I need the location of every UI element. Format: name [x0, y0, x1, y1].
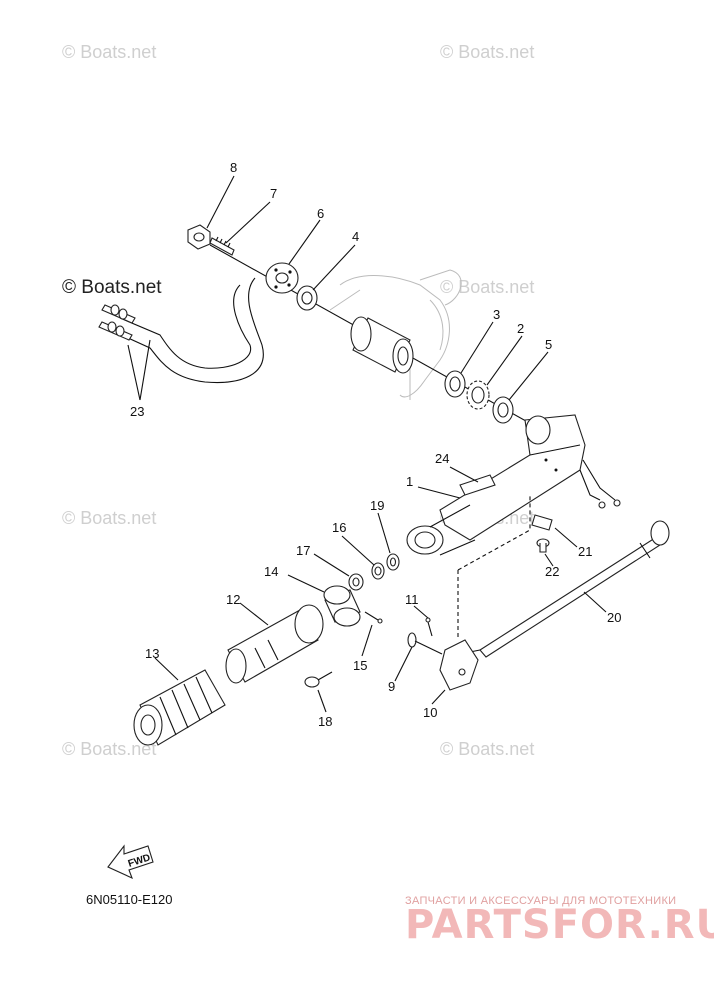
callout-15: 15: [353, 658, 367, 673]
washer-part-3: [444, 370, 466, 398]
washer-part-4: [296, 285, 318, 311]
callout-14: 14: [264, 564, 278, 579]
callout-6: 6: [317, 206, 324, 221]
callout-9: 9: [388, 679, 395, 694]
screw-part-18: [304, 671, 333, 688]
throttle-cables-part-23: [98, 277, 264, 384]
flange-part-6: [265, 262, 299, 294]
watermark: © Boats.net: [440, 739, 534, 759]
throttle-tube-part-12: [225, 604, 324, 684]
callout-16: 16: [332, 520, 346, 535]
callout-3: 3: [493, 307, 500, 322]
callout-8: 8: [230, 160, 237, 175]
callout-11: 11: [405, 592, 419, 607]
brand-logo: PARTSFOR.RU: [405, 902, 714, 948]
watermark: © Boats.net: [62, 739, 156, 759]
toothed-washer-part-2: [466, 380, 490, 410]
washer-part-5: [492, 396, 514, 424]
brand-tagline: ЗАПЧАСТИ И АКСЕССУАРЫ ДЛЯ МОТОТЕХНИКИ: [405, 895, 676, 907]
nut-part-8: [187, 224, 211, 250]
watermark: © Boats.net: [440, 277, 534, 297]
callout-24: 24: [435, 451, 449, 466]
callout-7: 7: [270, 186, 277, 201]
callout-22: 22: [545, 564, 559, 579]
pivot-tube: [350, 316, 414, 374]
diagram-code: 6N05110-E120: [86, 892, 173, 907]
engine-bracket-outline: [329, 269, 462, 400]
bolt-part-7: [209, 236, 235, 256]
callout-leaders: [127, 175, 607, 713]
bracket-part-10: [439, 639, 479, 691]
callout-13: 13: [145, 646, 159, 661]
callout-5: 5: [545, 337, 552, 352]
handle-grip-part-13: [133, 669, 226, 746]
callout-10: 10: [423, 705, 437, 720]
fwd-arrow-icon: FWD: [107, 844, 154, 880]
callout-21: 21: [578, 544, 592, 559]
callout-17: 17: [296, 543, 310, 558]
label-plate-part-24: [459, 474, 496, 496]
screw-part-22: [536, 538, 550, 553]
steering-handle-arm-part-1: [406, 414, 621, 556]
pin-part-15: [364, 611, 383, 624]
watermark: © Boats.net: [440, 42, 534, 62]
callout-20: 20: [607, 610, 621, 625]
callout-19: 19: [370, 498, 384, 513]
callout-1: 1: [406, 474, 413, 489]
watermark: © Boats.net: [62, 508, 156, 528]
callout-4: 4: [352, 229, 359, 244]
screw-part-11: [425, 617, 433, 637]
pin-part-9: [407, 632, 443, 655]
ring-part-19: [386, 553, 400, 571]
callout-18: 18: [318, 714, 332, 729]
collar-part-14: [323, 585, 361, 627]
callout-23: 23: [130, 404, 144, 419]
plate-part-21: [531, 514, 553, 531]
watermark: © Boats.net: [62, 42, 156, 62]
shift-rod-part-20: [469, 520, 670, 658]
watermark: © Boats.net: [62, 277, 162, 298]
washer-part-17: [348, 573, 364, 591]
callout-12: 12: [226, 592, 240, 607]
locating-line: [457, 495, 531, 640]
spring-part-16: [371, 562, 385, 580]
callout-2: 2: [517, 321, 524, 336]
